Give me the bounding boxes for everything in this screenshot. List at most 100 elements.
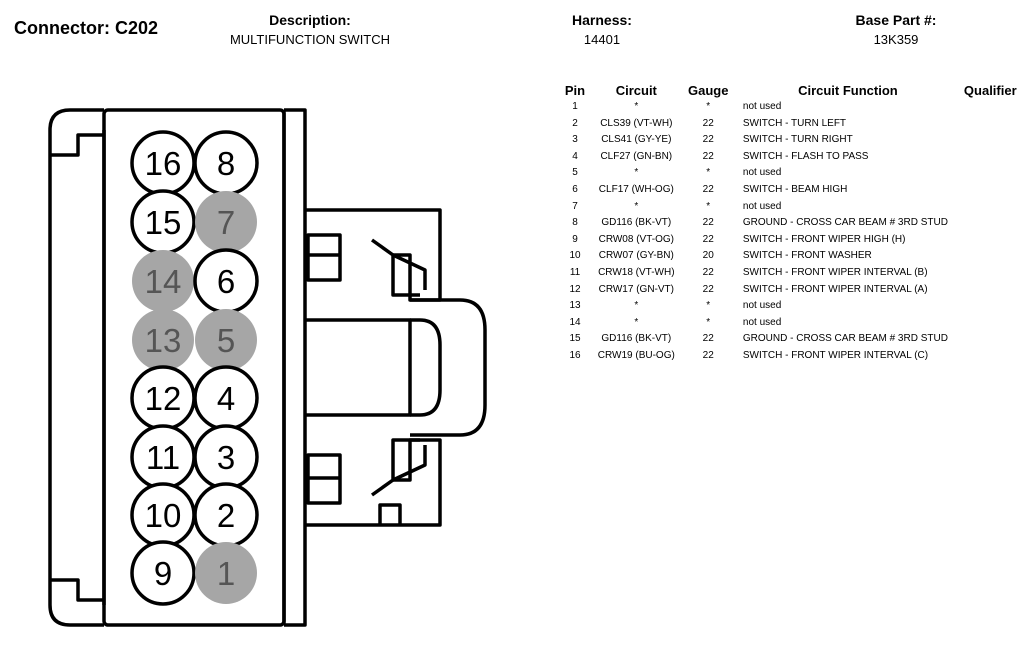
gauge-cell: * [706, 167, 711, 179]
pin-cavity-4: 4 [193, 365, 259, 431]
circuit-cell: * [634, 300, 639, 312]
pin-label: 1 [217, 555, 235, 592]
pin-cavity-3: 3 [193, 424, 259, 490]
table-row: 7 * * not used [562, 199, 1021, 216]
lower-tab [378, 503, 402, 525]
pin-label: 8 [217, 145, 235, 182]
gauge-cell: * [706, 200, 711, 212]
gauge-cell: 22 [702, 349, 714, 361]
pin-table-header: Pin Circuit Gauge Circuit Function Quali… [562, 81, 1021, 99]
pin-cell: 16 [569, 349, 581, 361]
pin-circle [130, 540, 196, 606]
pin-label: 7 [217, 204, 235, 241]
pin-cavity-15: 15 [130, 189, 196, 255]
pin-cell: 12 [569, 283, 581, 295]
center-key [305, 318, 412, 417]
pin-cavity-1: 1 [195, 542, 257, 604]
function-cell: SWITCH - FRONT WIPER INTERVAL (A) [742, 283, 928, 295]
gauge-cell: 22 [702, 333, 714, 345]
center-key-inner [410, 318, 442, 417]
gauge-cell: 22 [702, 217, 714, 229]
base-part-label: Base Part #: [855, 12, 937, 28]
housing-outer-shell [48, 108, 104, 627]
function-cell: GROUND - CROSS CAR BEAM # 3RD STUD [742, 217, 948, 229]
upper-latch-arm [370, 238, 420, 297]
pin-circle [132, 250, 194, 312]
housing-left-latch [50, 133, 104, 602]
function-cell: SWITCH - FRONT WIPER INTERVAL (B) [742, 266, 928, 278]
harness-label: Harness: [572, 12, 632, 28]
gauge-cell: 22 [702, 183, 714, 195]
pin-cavity-16: 16 [130, 130, 196, 196]
base-part-value: 13K359 [873, 32, 919, 47]
harness-value: 14401 [583, 32, 621, 47]
gauge-cell: 22 [702, 233, 714, 245]
pin-cell: 5 [572, 167, 578, 179]
function-cell: SWITCH - FLASH TO PASS [742, 150, 869, 162]
qualifier-cell [964, 132, 1021, 149]
gauge-cell: 22 [702, 266, 714, 278]
pin-cell: 13 [569, 300, 581, 312]
table-row: 14**not used [562, 315, 1021, 332]
gauge-cell: 22 [702, 117, 714, 129]
table-row: 1**not used [562, 99, 1021, 116]
circuit-cell: * [634, 200, 639, 212]
header-pin: Pin [564, 82, 586, 98]
circuit-cell: CRW18 (VT-WH) [598, 266, 675, 278]
function-cell: SWITCH - TURN RIGHT [742, 134, 853, 146]
pin-cavity-11: 11 [130, 424, 196, 490]
qualifier-cell [964, 165, 1021, 182]
connector-title: Connector: C202 [14, 18, 159, 38]
qualifier-cell [964, 298, 1021, 315]
pin-cell: 11 [569, 266, 581, 278]
table-row: 11 CRW18 (VT-WH) 22 SWITCH - FRONT WIPER IN… [562, 265, 1021, 282]
pin-cavity-10: 10 [130, 482, 196, 548]
pin-circle [132, 309, 194, 371]
upper-latch-hook [392, 253, 427, 290]
pin-cell: 1 [572, 101, 578, 112]
pin-cell: 7 [572, 200, 578, 212]
header-gauge: Gauge [688, 82, 729, 98]
qualifier-cell [964, 116, 1021, 133]
gauge-cell: 20 [702, 250, 714, 262]
function-cell: not used [742, 167, 782, 179]
circuit-cell: GD116 (BK-VT) [601, 217, 672, 229]
circuit-cell: CRW17 (GN-VT) [598, 283, 674, 295]
qualifier-cell [964, 348, 1021, 365]
pin-cavity-2: 2 [193, 482, 259, 548]
function-cell: not used [742, 316, 782, 328]
pin-label: 14 [145, 263, 182, 300]
pin-cell: 6 [572, 183, 578, 195]
gauge-cell: 22 [702, 134, 714, 146]
header-circuit-function: Circuit Function [798, 82, 898, 98]
pin-label: 15 [145, 204, 182, 241]
pin-circle [195, 191, 257, 253]
base-part-block: Base Part #: 13K359 [826, 12, 966, 47]
pin-cell: 10 [569, 250, 581, 262]
pin-circle [195, 309, 257, 371]
qualifier-cell [964, 282, 1021, 299]
pin-cavity-5: 5 [195, 309, 257, 371]
qualifier-cell [964, 248, 1021, 265]
header-circuit: Circuit [615, 82, 657, 98]
function-cell: SWITCH - BEAM HIGH [742, 183, 848, 195]
function-cell: not used [742, 200, 782, 212]
circuit-cell: CRW07 (GY-BN) [598, 250, 674, 262]
pin-label: 5 [217, 322, 235, 359]
function-cell: GROUND - CROSS CAR BEAM # 3RD STUD [742, 333, 948, 345]
function-cell: SWITCH - TURN LEFT [742, 117, 847, 129]
qualifier-cell [964, 182, 1021, 199]
pin-cell: 4 [572, 150, 578, 162]
function-cell: SWITCH - FRONT WASHER [742, 250, 872, 262]
gauge-cell: * [706, 300, 711, 312]
pin-label: 16 [145, 145, 182, 182]
qualifier-cell [964, 315, 1021, 332]
